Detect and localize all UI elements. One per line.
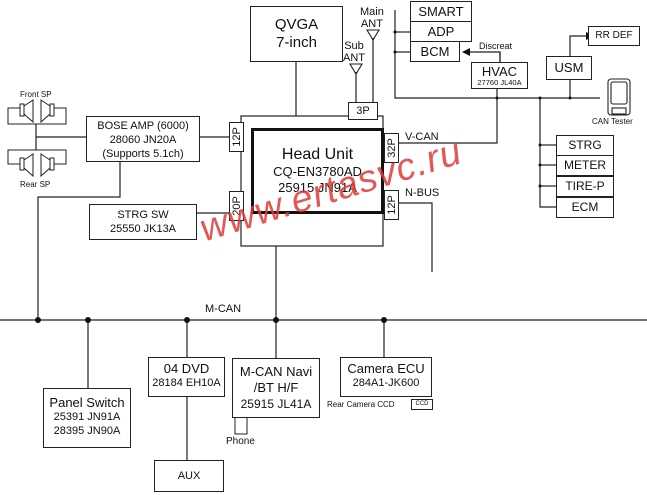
head-unit: Head Unit CQ-EN3780AD 25915 JN91A: [251, 128, 384, 214]
discreat-label: Discreat: [479, 41, 513, 51]
phone-label: Phone: [226, 436, 255, 447]
can-tester-icon: [607, 78, 631, 116]
navi-unit: M-CAN Navi /BT H/F 25915 JL41A: [232, 358, 320, 418]
aux-input: AUX: [154, 460, 224, 492]
n-bus-label: N-BUS: [405, 187, 440, 199]
front-sp-label: Front SP: [20, 90, 52, 99]
can-node-meter: METER: [556, 155, 614, 176]
main-antenna-icon: [366, 29, 380, 42]
m-can-label: M-CAN: [205, 303, 242, 315]
strg-sw: STRG SW 25550 JK13A: [89, 204, 197, 240]
can-node-strg: STRG: [556, 135, 614, 156]
connector-12p-right: 12P: [384, 190, 399, 220]
rear-camera-label: Rear Camera CCD: [327, 400, 395, 409]
connector-32p: 32P: [384, 133, 399, 163]
bcm-module: BCM: [410, 41, 460, 62]
sub-ant-label: Sub ANT: [343, 40, 365, 65]
can-node-tire-p: TIRE-P: [556, 176, 614, 197]
can-tester-label: CAN Tester: [592, 117, 633, 126]
adp-module: ADP: [410, 21, 472, 42]
bose-amp: BOSE AMP (6000) 28060 JN20A (Supports 5.…: [86, 116, 200, 162]
can-node-ecm: ECM: [556, 197, 614, 218]
connector-12p-left: 12P: [229, 122, 244, 152]
dvd-unit: 04 DVD 28184 EH10A: [148, 357, 225, 397]
rr-def-module: RR DEF: [588, 26, 640, 46]
camera-ecu: Camera ECU 284A1-JK600: [340, 357, 432, 397]
connector-20p: 20P: [229, 191, 244, 221]
junction-dot: [35, 317, 41, 323]
smart-module: SMART: [410, 1, 472, 22]
v-can-label: V-CAN: [405, 131, 439, 143]
front-speaker-icon: [7, 99, 67, 125]
rear-speaker-icon: [7, 149, 67, 178]
sub-antenna-icon: [349, 63, 363, 76]
connector-3p: 3P: [348, 102, 378, 120]
junction-dot: [381, 317, 387, 323]
junction-dot: [184, 317, 190, 323]
junction-dot: [85, 317, 91, 323]
main-ant-label: Main ANT: [360, 6, 384, 31]
junction-dot: [273, 317, 279, 323]
rear-sp-label: Rear SP: [20, 180, 51, 189]
panel-switch: Panel Switch 25391 JN91A 28395 JN90A: [43, 388, 131, 448]
hvac-module: HVAC 27760 JL40A: [471, 62, 528, 89]
qvga-display: QVGA 7-inch: [250, 6, 343, 62]
arrow-to-bcm-icon: [462, 48, 470, 56]
ccd-camera: CCD: [411, 399, 433, 410]
usm-module: USM: [546, 56, 592, 80]
